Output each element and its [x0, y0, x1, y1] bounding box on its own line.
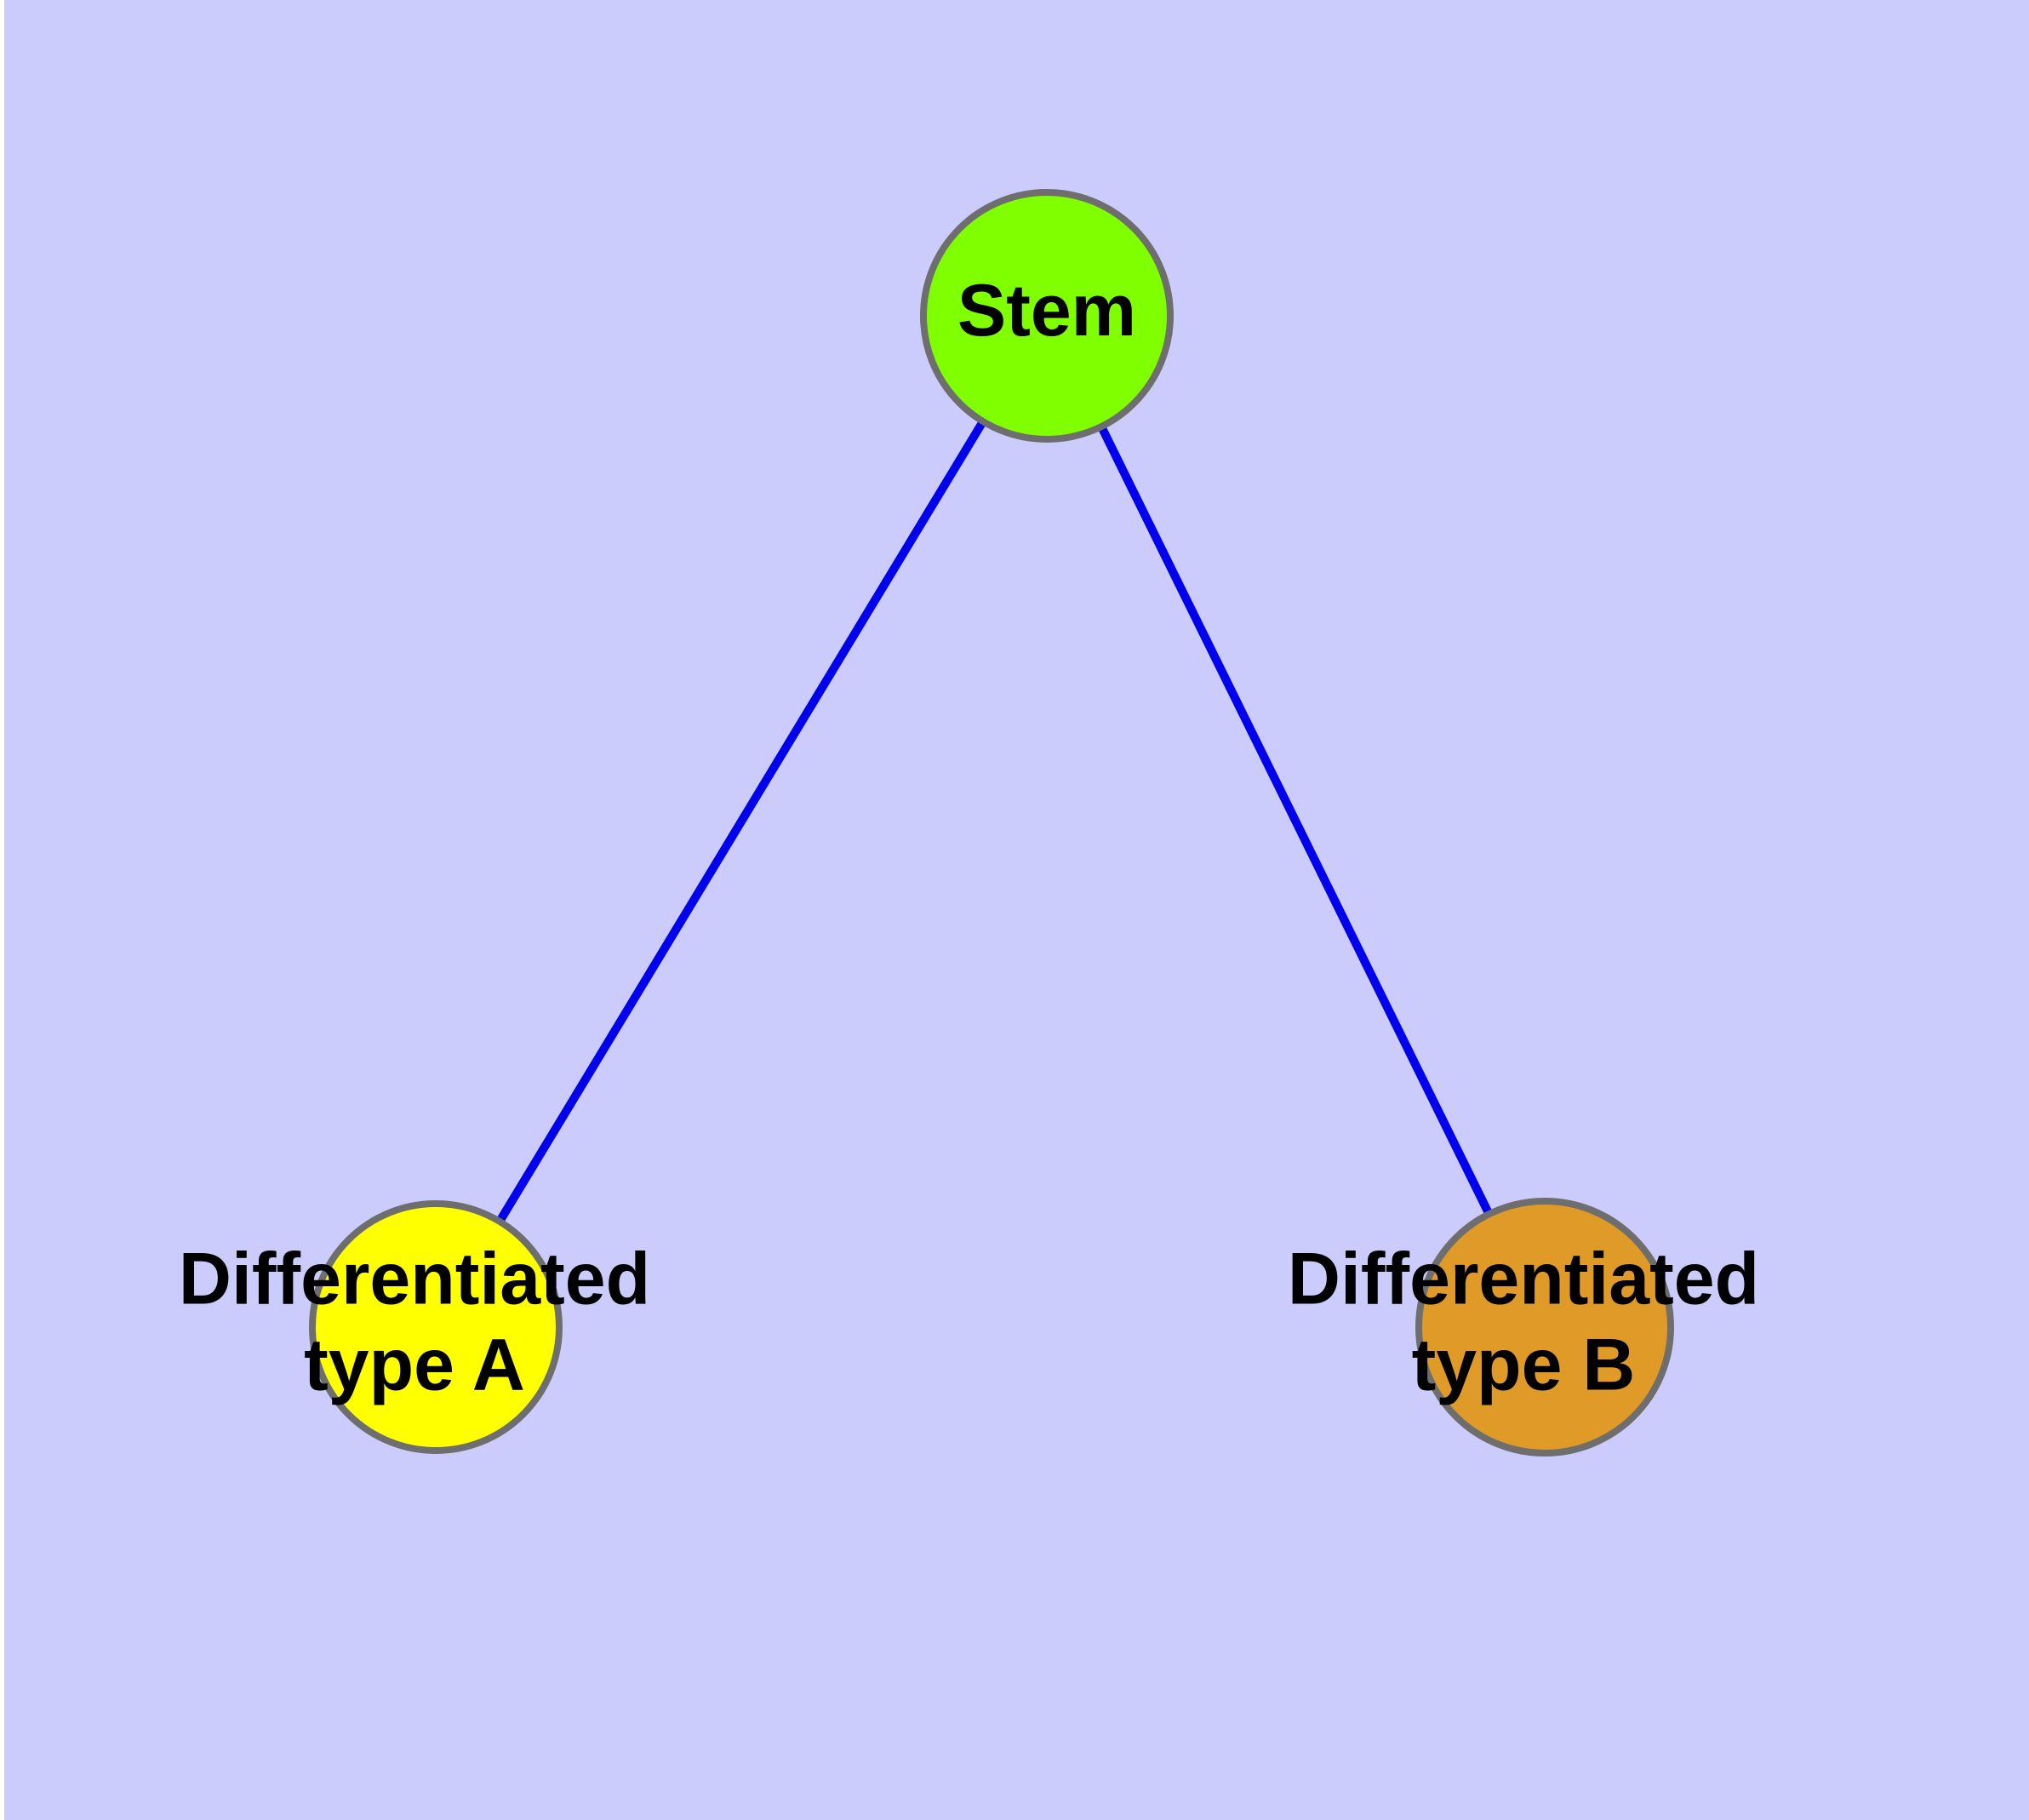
node-label-line: Stem: [957, 270, 1136, 352]
edges-layer: [432, 313, 1549, 1330]
edge-stem-diff-a: [432, 313, 1051, 1330]
node-label-line: type B: [1412, 1324, 1636, 1405]
node-circle-stem[interactable]: [920, 189, 1174, 443]
node-label-line: type A: [304, 1324, 525, 1405]
graph-node-stem[interactable]: Stem: [920, 189, 1174, 443]
node-circle-diff_a[interactable]: [309, 1200, 563, 1454]
node-label-line: Differentiated: [1288, 1238, 1759, 1319]
edge-stem-diff-b: [1043, 313, 1549, 1330]
node-label-line: Differentiated: [179, 1238, 650, 1319]
node-label-stem: Stem: [957, 270, 1136, 352]
node-circle-diff_b[interactable]: [1415, 1198, 1674, 1457]
